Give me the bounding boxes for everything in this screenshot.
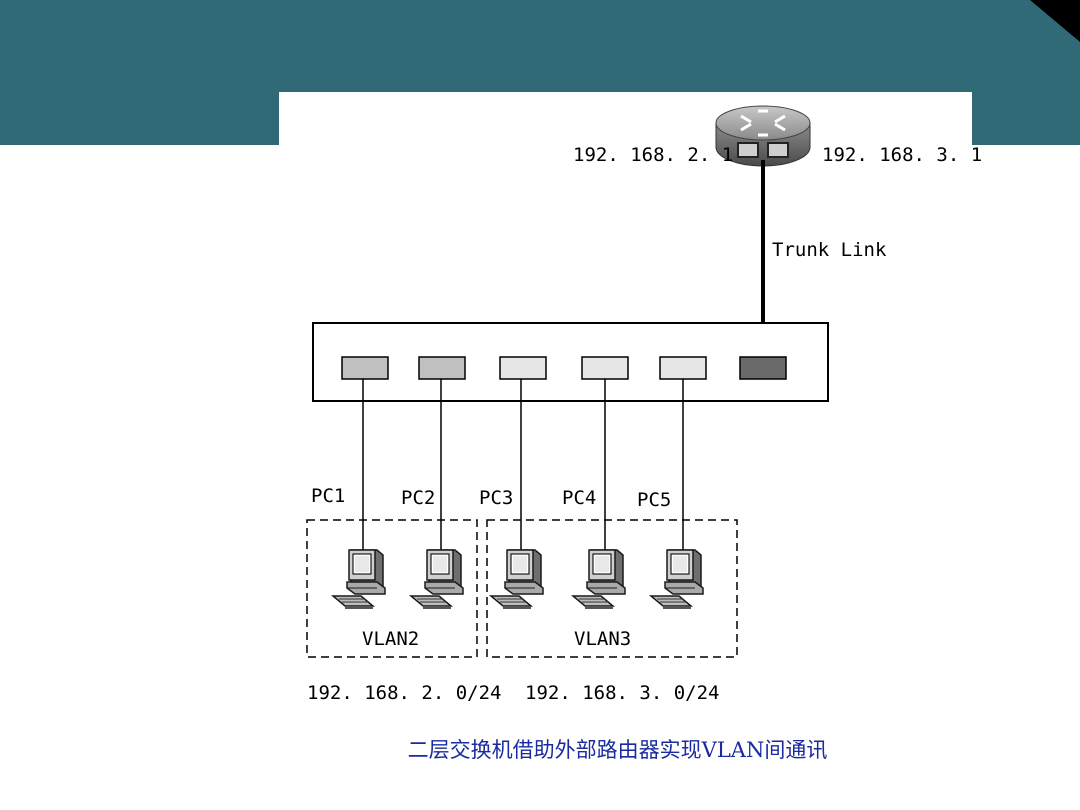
router-icon — [715, 105, 811, 167]
switch-port-3 — [499, 356, 547, 380]
switch-port-2 — [418, 356, 466, 380]
pc1-label: PC1 — [311, 485, 345, 507]
switch-port-1 — [341, 356, 389, 380]
pc2-computer-icon — [410, 549, 464, 610]
switch-port-4 — [581, 356, 629, 380]
pc4-computer-icon — [572, 549, 626, 610]
vlan3-subnet: 192. 168. 3. 0/24 — [525, 682, 719, 704]
vlan2-label: VLAN2 — [362, 628, 419, 650]
pc1-computer-icon — [332, 549, 386, 610]
page-corner-fold — [1030, 0, 1080, 42]
slide-caption: 二层交换机借助外部路由器实现VLAN间通讯 — [0, 734, 1080, 764]
vlan3-box — [486, 519, 738, 658]
router-left-ip: 192. 168. 2. 1 — [573, 144, 733, 166]
vlan2-box — [306, 519, 478, 658]
vlan2-subnet: 192. 168. 2. 0/24 — [307, 682, 501, 704]
switch-port-6-trunk — [739, 356, 787, 380]
figure-panel — [279, 92, 972, 152]
pc3-computer-icon — [490, 549, 544, 610]
slide-caption-text: 二层交换机借助外部路由器实现VLAN间通讯 — [407, 738, 828, 762]
pc2-label: PC2 — [401, 487, 435, 509]
vlan3-label: VLAN3 — [574, 628, 631, 650]
pc3-label: PC3 — [479, 487, 513, 509]
pc4-label: PC4 — [562, 487, 596, 509]
router-right-ip: 192. 168. 3. 1 — [822, 144, 982, 166]
switch-port-5 — [659, 356, 707, 380]
pc5-computer-icon — [650, 549, 704, 610]
pc5-label: PC5 — [637, 489, 671, 511]
trunk-link-label: Trunk Link — [772, 239, 887, 261]
